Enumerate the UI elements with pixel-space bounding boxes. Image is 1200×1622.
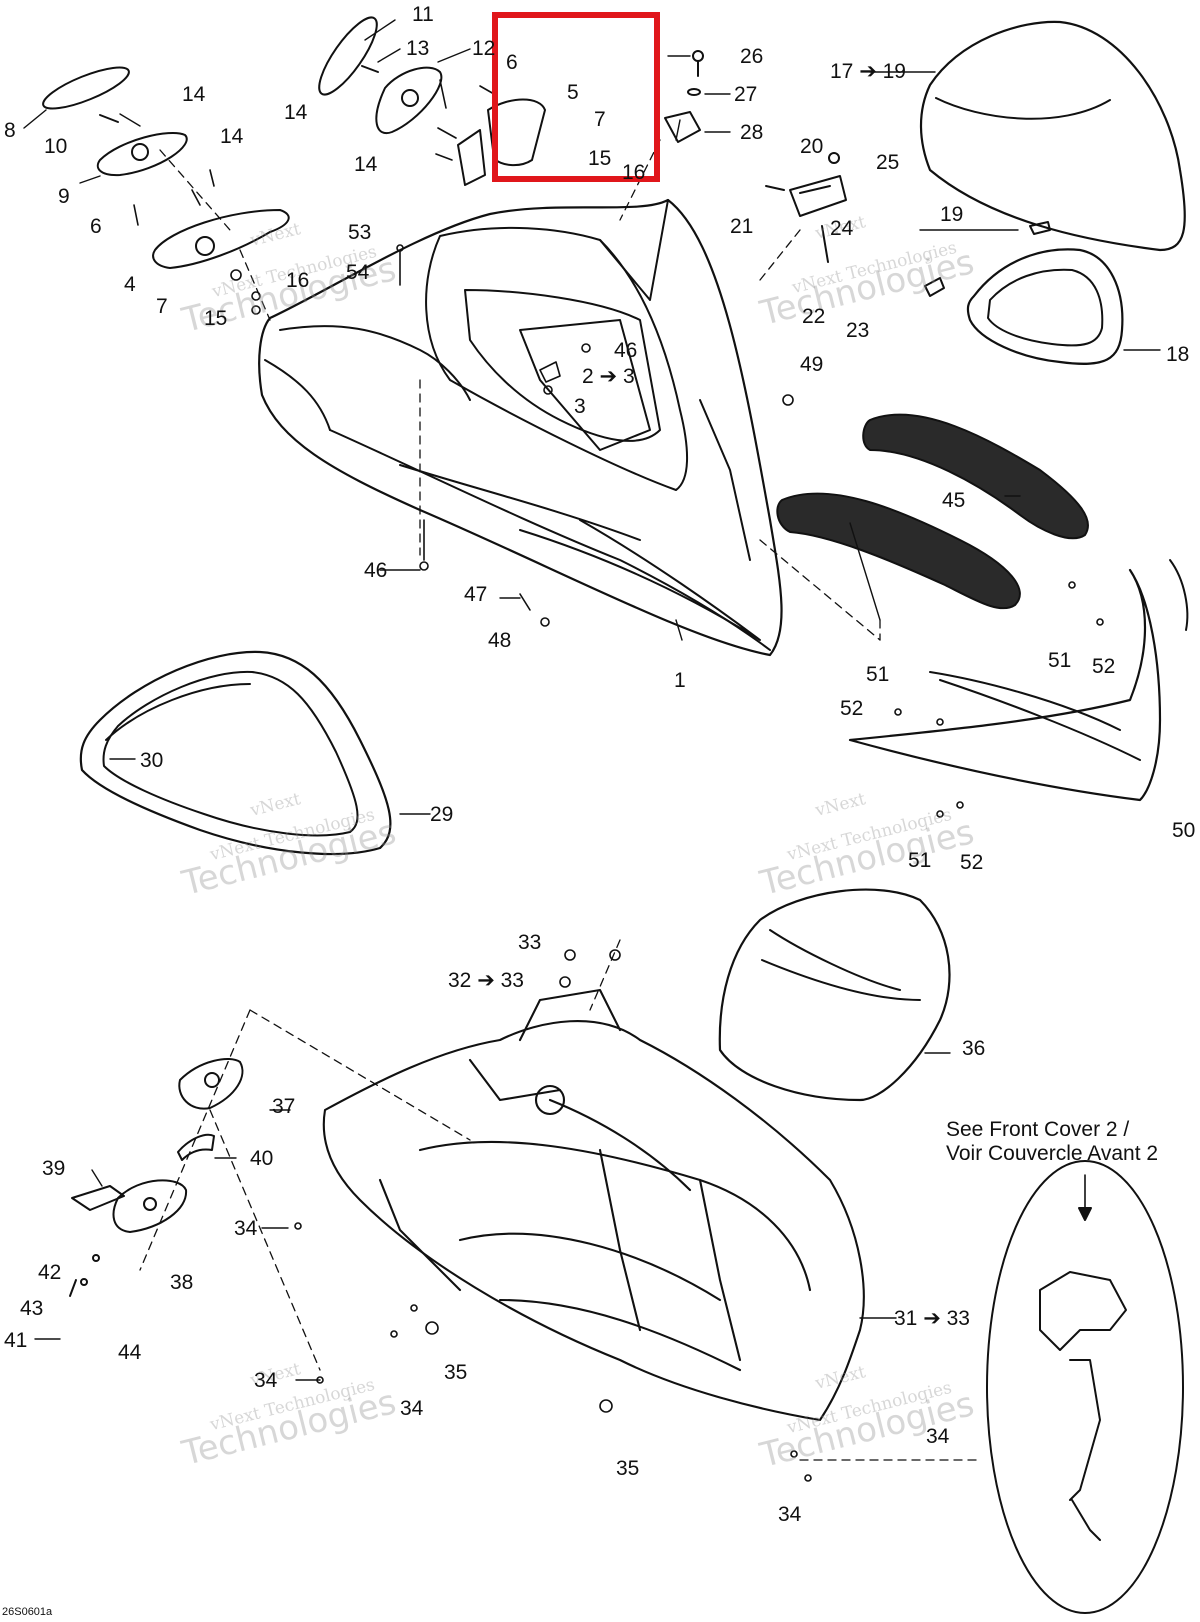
- callout-label: 53: [348, 221, 372, 244]
- windshield-gasket: [924, 221, 1124, 365]
- mirror-left-lower: [42, 66, 290, 269]
- callout-label: 16: [622, 161, 646, 184]
- callout-label: 51: [908, 849, 932, 872]
- callout-label: 48: [488, 629, 512, 652]
- callout-label: 44: [118, 1341, 142, 1364]
- callout-label: 16: [286, 269, 310, 292]
- callout-label: 9: [58, 185, 70, 208]
- callout-label: 5: [567, 81, 579, 104]
- note-line-2: Voir Couvercle Avant 2: [946, 1142, 1159, 1166]
- callout-label: 18: [1166, 343, 1190, 366]
- callout-label: 51: [1048, 649, 1072, 672]
- alignment-dashes: [139, 139, 981, 1461]
- callout-label: 30: [140, 749, 164, 772]
- callout-label: 12: [472, 37, 496, 60]
- callout-label: 28: [740, 121, 764, 144]
- callout-label: 20: [800, 135, 824, 158]
- callout-label: 47: [464, 583, 488, 606]
- callout-label: 15: [588, 147, 612, 170]
- callout-label: 8: [4, 119, 16, 142]
- callout-label: 25: [876, 151, 900, 174]
- callout-label: 23: [846, 319, 870, 342]
- callout-label: 52: [1092, 655, 1116, 678]
- front-cover-hood: [258, 198, 783, 657]
- callout-label: 42: [38, 1261, 62, 1284]
- mirror-support-bracket: [457, 98, 546, 186]
- callout-label: 19: [940, 203, 964, 226]
- callout-label: 46: [614, 339, 638, 362]
- callout-label: 41: [4, 1329, 28, 1352]
- callout-label: 39: [42, 1157, 66, 1180]
- callout-label: 45: [942, 489, 966, 512]
- front-deflector: [848, 559, 1189, 802]
- callout-label: 17 ➔ 19: [830, 60, 906, 83]
- hinge-assembly: [765, 152, 847, 263]
- callout-label: 24: [830, 217, 854, 240]
- front-cover-2-inset: [986, 1160, 1184, 1614]
- callout-label: 21: [730, 215, 754, 238]
- callout-label: 2 ➔ 3: [582, 365, 635, 388]
- callout-label: 35: [444, 1361, 468, 1384]
- callout-label: 3: [574, 395, 586, 418]
- callout-label: 34: [778, 1503, 802, 1526]
- front-frame-structure: [322, 988, 865, 1422]
- note-line-1: See Front Cover 2 /: [946, 1118, 1130, 1141]
- ventilation-hoses: [776, 413, 1089, 610]
- callout-label: 31 ➔ 33: [894, 1307, 970, 1330]
- callout-label: 1: [674, 669, 686, 692]
- fastener-group-26-28: [664, 50, 704, 143]
- highlight-box: [492, 12, 660, 182]
- callout-label: 52: [960, 851, 984, 874]
- callout-label: 34: [926, 1425, 950, 1448]
- callout-label: 38: [170, 1271, 194, 1294]
- callout-label: 49: [800, 353, 824, 376]
- drawing-code: 26S0601a: [2, 1606, 53, 1618]
- callout-label: 14: [220, 125, 244, 148]
- callout-label: 13: [406, 37, 430, 60]
- callout-label: 51: [866, 663, 890, 686]
- callout-label: 10: [44, 135, 68, 158]
- callout-label: 43: [20, 1297, 44, 1320]
- callout-label: 14: [284, 101, 308, 124]
- callout-label: 40: [250, 1147, 274, 1170]
- mirror-left-upper: [318, 16, 443, 135]
- callout-label: 50: [1172, 819, 1196, 842]
- storage-bin: [718, 888, 951, 1102]
- callout-label: 6: [90, 215, 102, 238]
- callout-label: 34: [254, 1369, 278, 1392]
- latch-parts-37-44: [69, 1058, 244, 1297]
- callout-label: 6: [506, 51, 518, 74]
- callout-label: 7: [156, 295, 168, 318]
- callout-label: 46: [364, 559, 388, 582]
- small-fasteners: [133, 79, 1104, 1482]
- callout-label: 34: [400, 1397, 424, 1420]
- callout-label: 27: [734, 83, 758, 106]
- callout-label: 36: [962, 1037, 986, 1060]
- callout-label: 35: [616, 1457, 640, 1480]
- storage-gasket: [79, 650, 392, 856]
- callout-label: 33: [518, 931, 542, 954]
- callout-label: 32 ➔ 33: [448, 969, 524, 992]
- callout-label: 34: [234, 1217, 258, 1240]
- callout-label: 7: [594, 108, 606, 131]
- callout-label: 52: [840, 697, 864, 720]
- callout-label: 15: [204, 307, 228, 330]
- callout-label: 29: [430, 803, 454, 826]
- callout-label: 37: [272, 1095, 296, 1118]
- callout-label: 26: [740, 45, 764, 68]
- callout-label: 22: [802, 305, 826, 328]
- callout-label: 14: [182, 83, 206, 106]
- callout-label: 4: [124, 273, 136, 296]
- windshield: [919, 20, 1186, 252]
- callout-label: 11: [412, 3, 434, 26]
- leader-lines: [23, 19, 1161, 1381]
- see-front-cover-note: See Front Cover 2 / Voir Couvercle Avant…: [946, 1118, 1158, 1166]
- callout-label: 14: [354, 153, 378, 176]
- callout-label: 54: [346, 261, 370, 284]
